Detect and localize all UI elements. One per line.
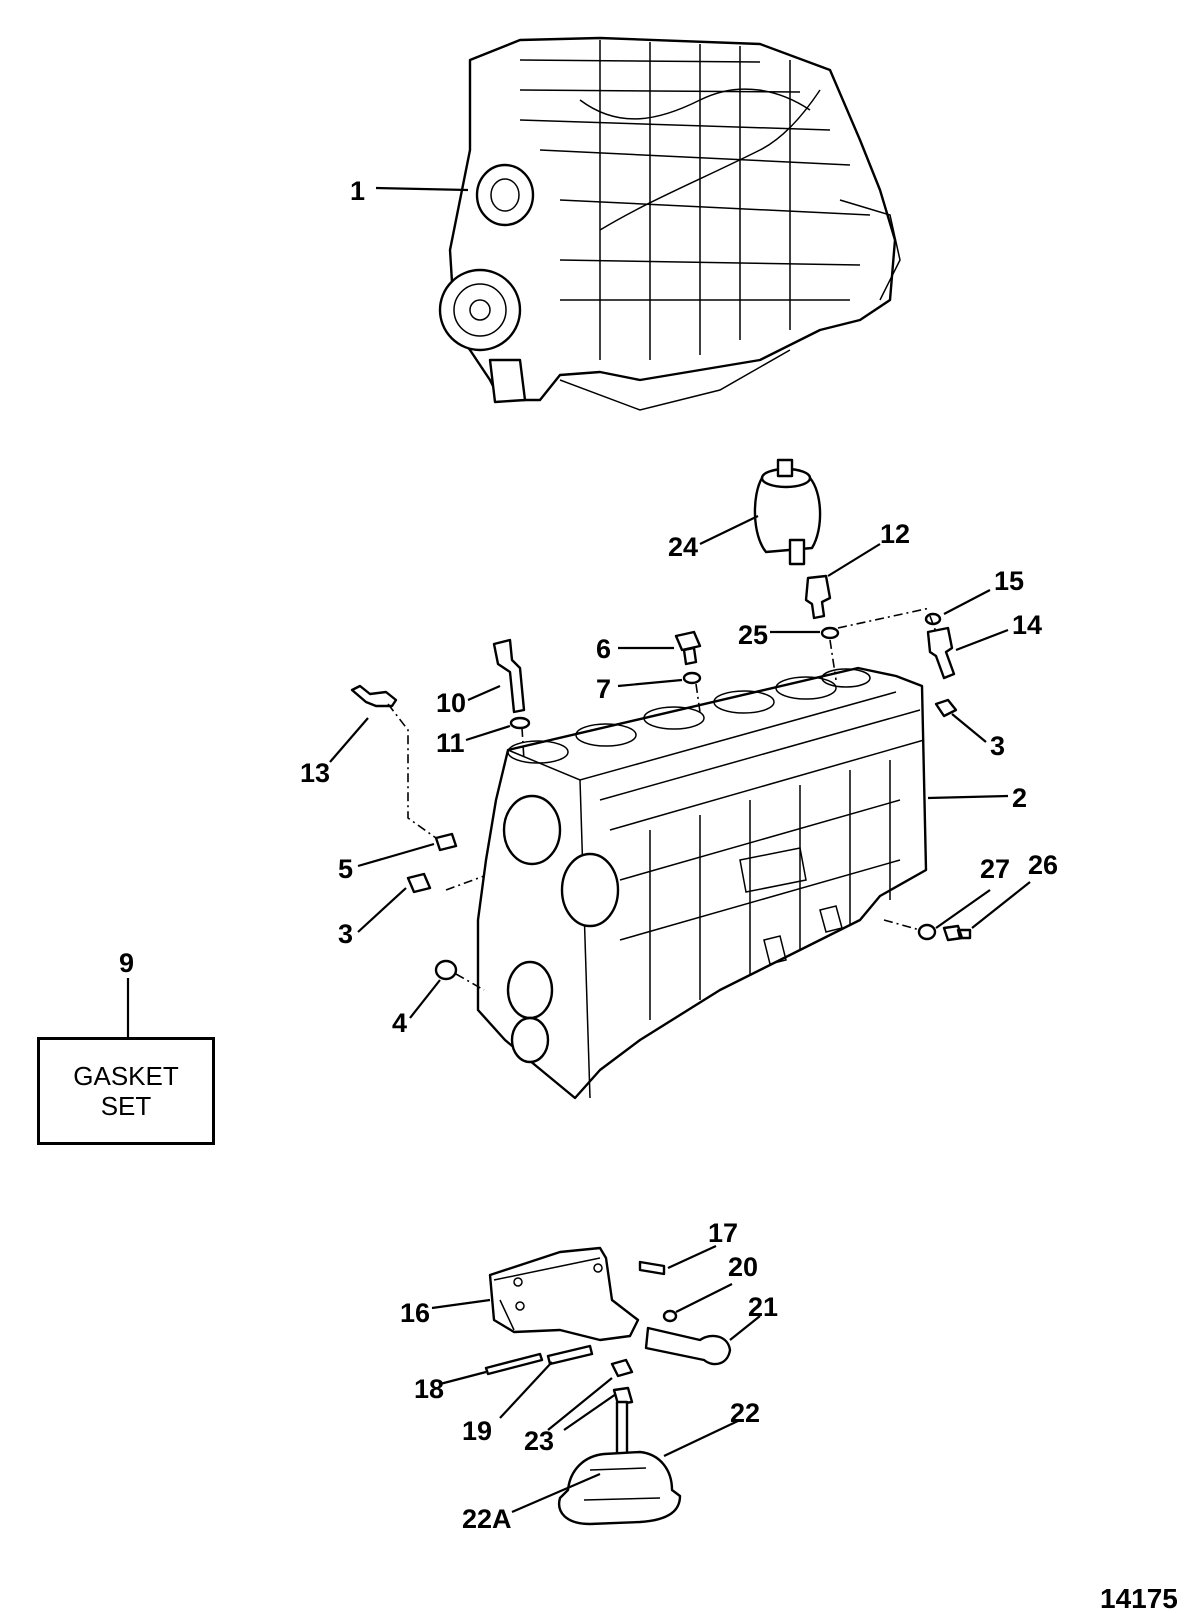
callout-27: 27 [980,854,1010,884]
callout-5: 5 [338,854,353,884]
callout-4: 4 [392,1008,407,1038]
callout-26: 26 [1028,850,1058,880]
bolt-6-drawing [674,630,702,666]
callout-7: 7 [596,674,611,704]
plug-3-left-drawing [406,872,432,894]
fuel-filter-drawing [753,458,822,566]
washer-7-drawing [682,671,702,685]
callout-21: 21 [748,1292,778,1322]
engine-mount-drawing [484,1246,732,1526]
callout-15: 15 [994,566,1024,596]
dipstick-tube-10-drawing [492,638,526,714]
washer-25-drawing [820,626,840,640]
gasket-set-line1: GASKET [73,1061,179,1091]
bolt-26-drawing [942,924,972,942]
callout-11: 11 [436,728,465,758]
fitting-14-drawing [926,626,956,680]
callout-16: 16 [400,1298,430,1328]
cylinder-block-drawing [476,666,928,1100]
engine-assembly-drawing [438,36,901,411]
callout-12: 12 [880,519,910,549]
washer-11-drawing [509,716,531,730]
fitting-12-drawing [804,574,832,620]
callout-13: 13 [300,758,330,788]
callout-22a: 22A [462,1504,512,1534]
callout-6: 6 [596,634,611,664]
gasket-set-line2: SET [100,1091,152,1121]
plug-4-drawing [434,959,458,981]
callout-2: 2 [1012,783,1027,813]
callout-19: 19 [462,1416,492,1446]
leader-lines [126,186,1031,1514]
callout-23: 23 [524,1426,554,1456]
sender-13-drawing [350,684,398,708]
callout-18: 18 [414,1374,444,1404]
callout-1: 1 [350,176,365,206]
callout-10: 10 [436,688,466,718]
callout-9: 9 [119,948,134,978]
callout-14: 14 [1012,610,1042,640]
callout-17: 17 [708,1218,738,1248]
callout-3-left: 3 [338,919,353,949]
callout-22: 22 [730,1398,760,1428]
plug-3-right-drawing [934,698,958,718]
alignment-lines [387,607,937,991]
callout-3-right: 3 [990,731,1005,761]
gasket-set-box: GASKET SET [37,1037,215,1145]
callout-20: 20 [728,1252,758,1282]
callout-25: 25 [738,620,768,650]
washer-27-drawing [917,923,937,941]
figure-number: 14175 [1100,1583,1178,1613]
callout-24: 24 [668,532,698,562]
plug-5-drawing [434,832,458,852]
